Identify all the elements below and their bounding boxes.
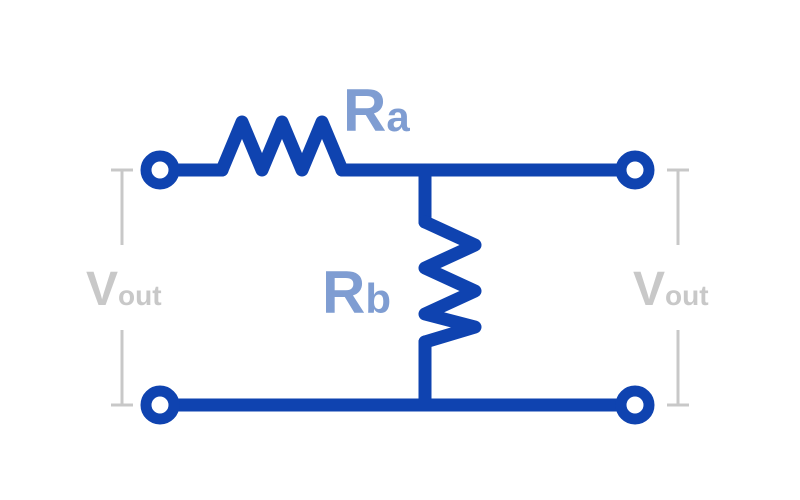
terminal-circle-icon — [615, 385, 655, 425]
terminal-circle-icon — [140, 385, 180, 425]
left-voltage-label: Vout — [86, 263, 162, 316]
terminals — [140, 150, 655, 425]
resistor-ra-label: Ra — [343, 77, 410, 144]
resistor-rb-icon — [418, 215, 482, 349]
terminal-circle-icon — [615, 150, 655, 190]
right-voltage-label-sub: out — [665, 280, 709, 311]
terminal-circle-icon — [140, 150, 180, 190]
right-voltage-bracket — [667, 168, 689, 407]
right-voltage-label: Vout — [633, 263, 709, 316]
left-voltage-bracket — [111, 168, 133, 407]
resistor-ra-icon — [215, 115, 349, 177]
resistor-ra-label-main: R — [343, 77, 386, 144]
resistor-rb-label-sub: b — [365, 275, 391, 322]
resistor-ra-label-sub: a — [386, 93, 410, 140]
circuit-wires — [153, 115, 642, 412]
resistor-rb-label: Rb — [322, 259, 391, 326]
resistor-rb-label-main: R — [322, 259, 365, 326]
left-voltage-label-sub: out — [118, 280, 162, 311]
left-voltage-label-main: V — [86, 263, 118, 316]
right-voltage-label-main: V — [633, 263, 665, 316]
